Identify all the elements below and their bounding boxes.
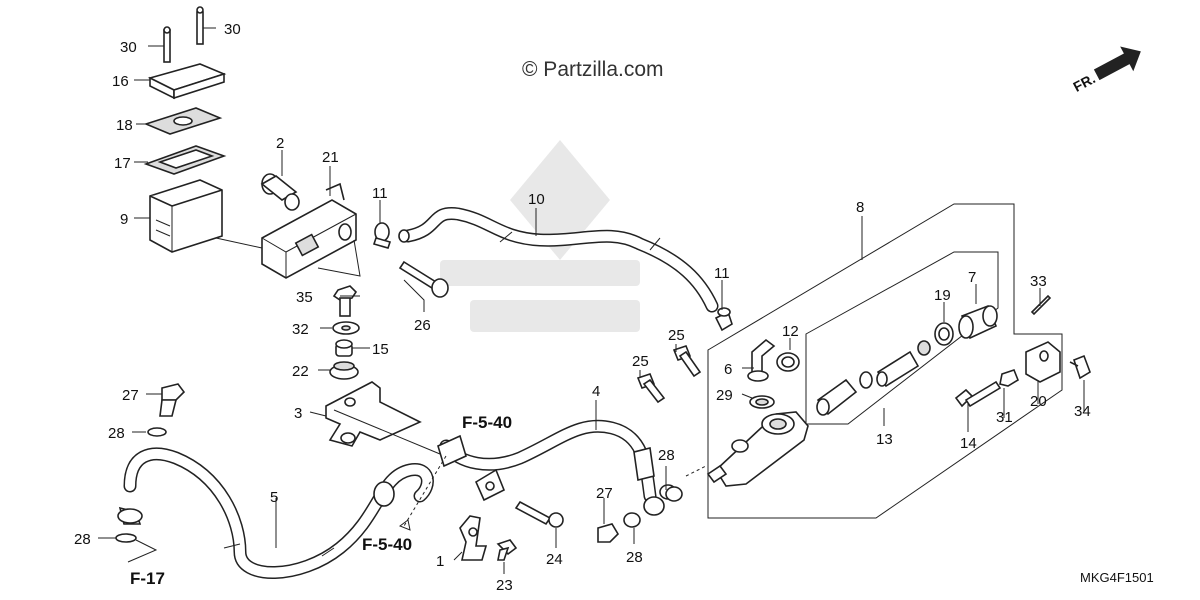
- callout-28-left[interactable]: 28: [108, 425, 125, 442]
- callout-29[interactable]: 29: [716, 387, 733, 404]
- callout-labels: 1 2 3 4 5 6 7 8 9 10 11 11 12 13 14 15 1…: [74, 21, 1091, 594]
- callout-32[interactable]: 32: [292, 321, 309, 338]
- callout-10[interactable]: 10: [528, 191, 545, 208]
- callout-11-upper[interactable]: 11: [372, 185, 388, 202]
- callout-24[interactable]: 24: [546, 551, 563, 568]
- reservoir-hose: [372, 206, 733, 332]
- callout-2[interactable]: 2: [276, 135, 284, 152]
- section-ref-f-5-40-upper[interactable]: F-5-40: [462, 413, 512, 432]
- callout-6[interactable]: 6: [724, 361, 732, 378]
- mount-hardware: [329, 285, 360, 380]
- callout-18[interactable]: 18: [116, 117, 133, 134]
- diagram-code: MKG4F1501: [1080, 570, 1154, 585]
- reservoir-cover: [260, 173, 357, 279]
- callout-26[interactable]: 26: [414, 317, 431, 334]
- bolt-26: [398, 260, 449, 298]
- callout-34[interactable]: 34: [1074, 403, 1091, 420]
- callout-11-lower[interactable]: 11: [714, 265, 730, 282]
- bolt-24: [514, 500, 564, 528]
- callout-8[interactable]: 8: [856, 199, 864, 216]
- piston-kit: [816, 304, 998, 416]
- banjo-bolt-lower: [597, 486, 683, 543]
- hose-bracket: [325, 381, 422, 447]
- direction-indicator: FR.: [1070, 46, 1141, 95]
- callout-23[interactable]: 23: [496, 577, 513, 594]
- callout-16[interactable]: 16: [112, 73, 129, 90]
- callout-27-center[interactable]: 27: [596, 485, 613, 502]
- callout-31[interactable]: 31: [996, 409, 1013, 426]
- leader-lines: [98, 27, 1085, 574]
- callout-35[interactable]: 35: [296, 289, 313, 306]
- callout-19[interactable]: 19: [934, 287, 951, 304]
- arrow-up-right-icon: [1093, 46, 1141, 81]
- section-ref-f-17[interactable]: F-17: [130, 569, 165, 588]
- callout-14[interactable]: 14: [960, 435, 977, 452]
- callout-30-right[interactable]: 30: [224, 21, 241, 38]
- callout-20[interactable]: 20: [1030, 393, 1047, 410]
- callout-27-left[interactable]: 27: [122, 387, 139, 404]
- direction-label: FR.: [1070, 70, 1097, 95]
- callout-30-left[interactable]: 30: [120, 39, 137, 56]
- callout-17[interactable]: 17: [114, 155, 131, 172]
- callout-15[interactable]: 15: [372, 341, 389, 358]
- callout-13[interactable]: 13: [876, 431, 893, 448]
- callout-1[interactable]: 1: [436, 553, 444, 570]
- pushrod-assembly: [954, 294, 1091, 408]
- callout-4[interactable]: 4: [592, 383, 600, 400]
- callout-5[interactable]: 5: [270, 489, 278, 506]
- callout-25-upper[interactable]: 25: [668, 327, 685, 344]
- section-ref-f-5-40-lower[interactable]: F-5-40: [362, 535, 412, 554]
- callout-28-center[interactable]: 28: [626, 549, 643, 566]
- master-cylinder-body: [706, 411, 809, 487]
- callout-22[interactable]: 22: [292, 363, 309, 380]
- brake-hose-5: [117, 447, 434, 579]
- callout-21[interactable]: 21: [322, 149, 339, 166]
- callout-7[interactable]: 7: [968, 269, 976, 286]
- callout-33[interactable]: 33: [1030, 273, 1047, 290]
- bolts-25: [636, 345, 702, 404]
- callout-25-lower[interactable]: 25: [632, 353, 649, 370]
- hose-joint: [747, 338, 800, 409]
- hose-clamp: [459, 515, 518, 561]
- watermark-logo: [440, 140, 640, 332]
- reservoir-assembly: [143, 6, 227, 253]
- copyright-notice: © Partzilla.com: [522, 58, 664, 81]
- callout-28-bottom[interactable]: 28: [74, 531, 91, 548]
- callout-12[interactable]: 12: [782, 323, 799, 340]
- callout-28-right[interactable]: 28: [658, 447, 675, 464]
- brake-hose-4: [437, 419, 677, 516]
- callout-3[interactable]: 3: [294, 405, 302, 422]
- callout-9[interactable]: 9: [120, 211, 128, 228]
